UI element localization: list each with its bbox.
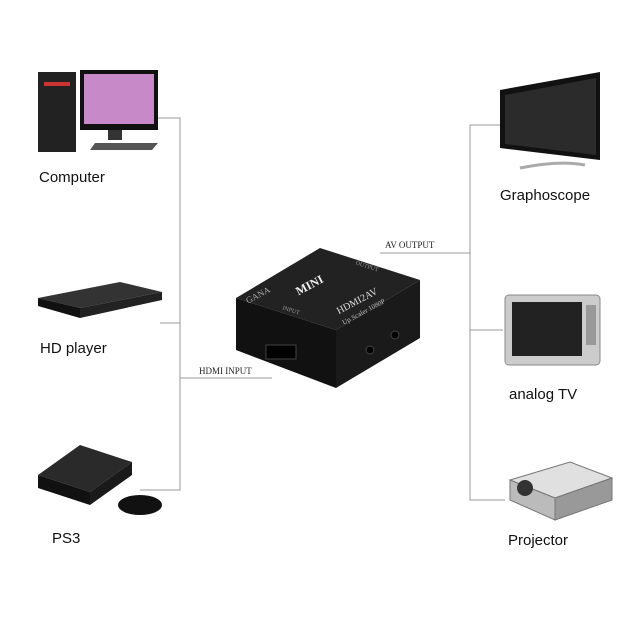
av-output-label: AV OUTPUT bbox=[385, 240, 435, 250]
connector-lines bbox=[140, 117, 505, 501]
output-label-analog-tv: analog TV bbox=[509, 386, 578, 403]
analog-tv-image bbox=[504, 294, 601, 366]
input-lines bbox=[140, 117, 272, 491]
source-label-computer: Computer bbox=[39, 169, 105, 186]
computer-image bbox=[38, 70, 158, 152]
output-label-graphoscope: Graphoscope bbox=[500, 187, 591, 204]
output-lines bbox=[380, 124, 505, 501]
graphoscope-image bbox=[500, 72, 600, 170]
ps3-image bbox=[38, 445, 162, 515]
hdmi-input-label: HDMI INPUT bbox=[199, 366, 252, 376]
output-label-projector: Projector bbox=[508, 532, 569, 549]
projector-image bbox=[508, 461, 614, 521]
source-label-ps3: PS3 bbox=[52, 530, 81, 547]
converter-device-image bbox=[236, 248, 420, 388]
hd-player-image bbox=[38, 282, 162, 318]
source-label-hd-player: HD player bbox=[40, 340, 107, 357]
